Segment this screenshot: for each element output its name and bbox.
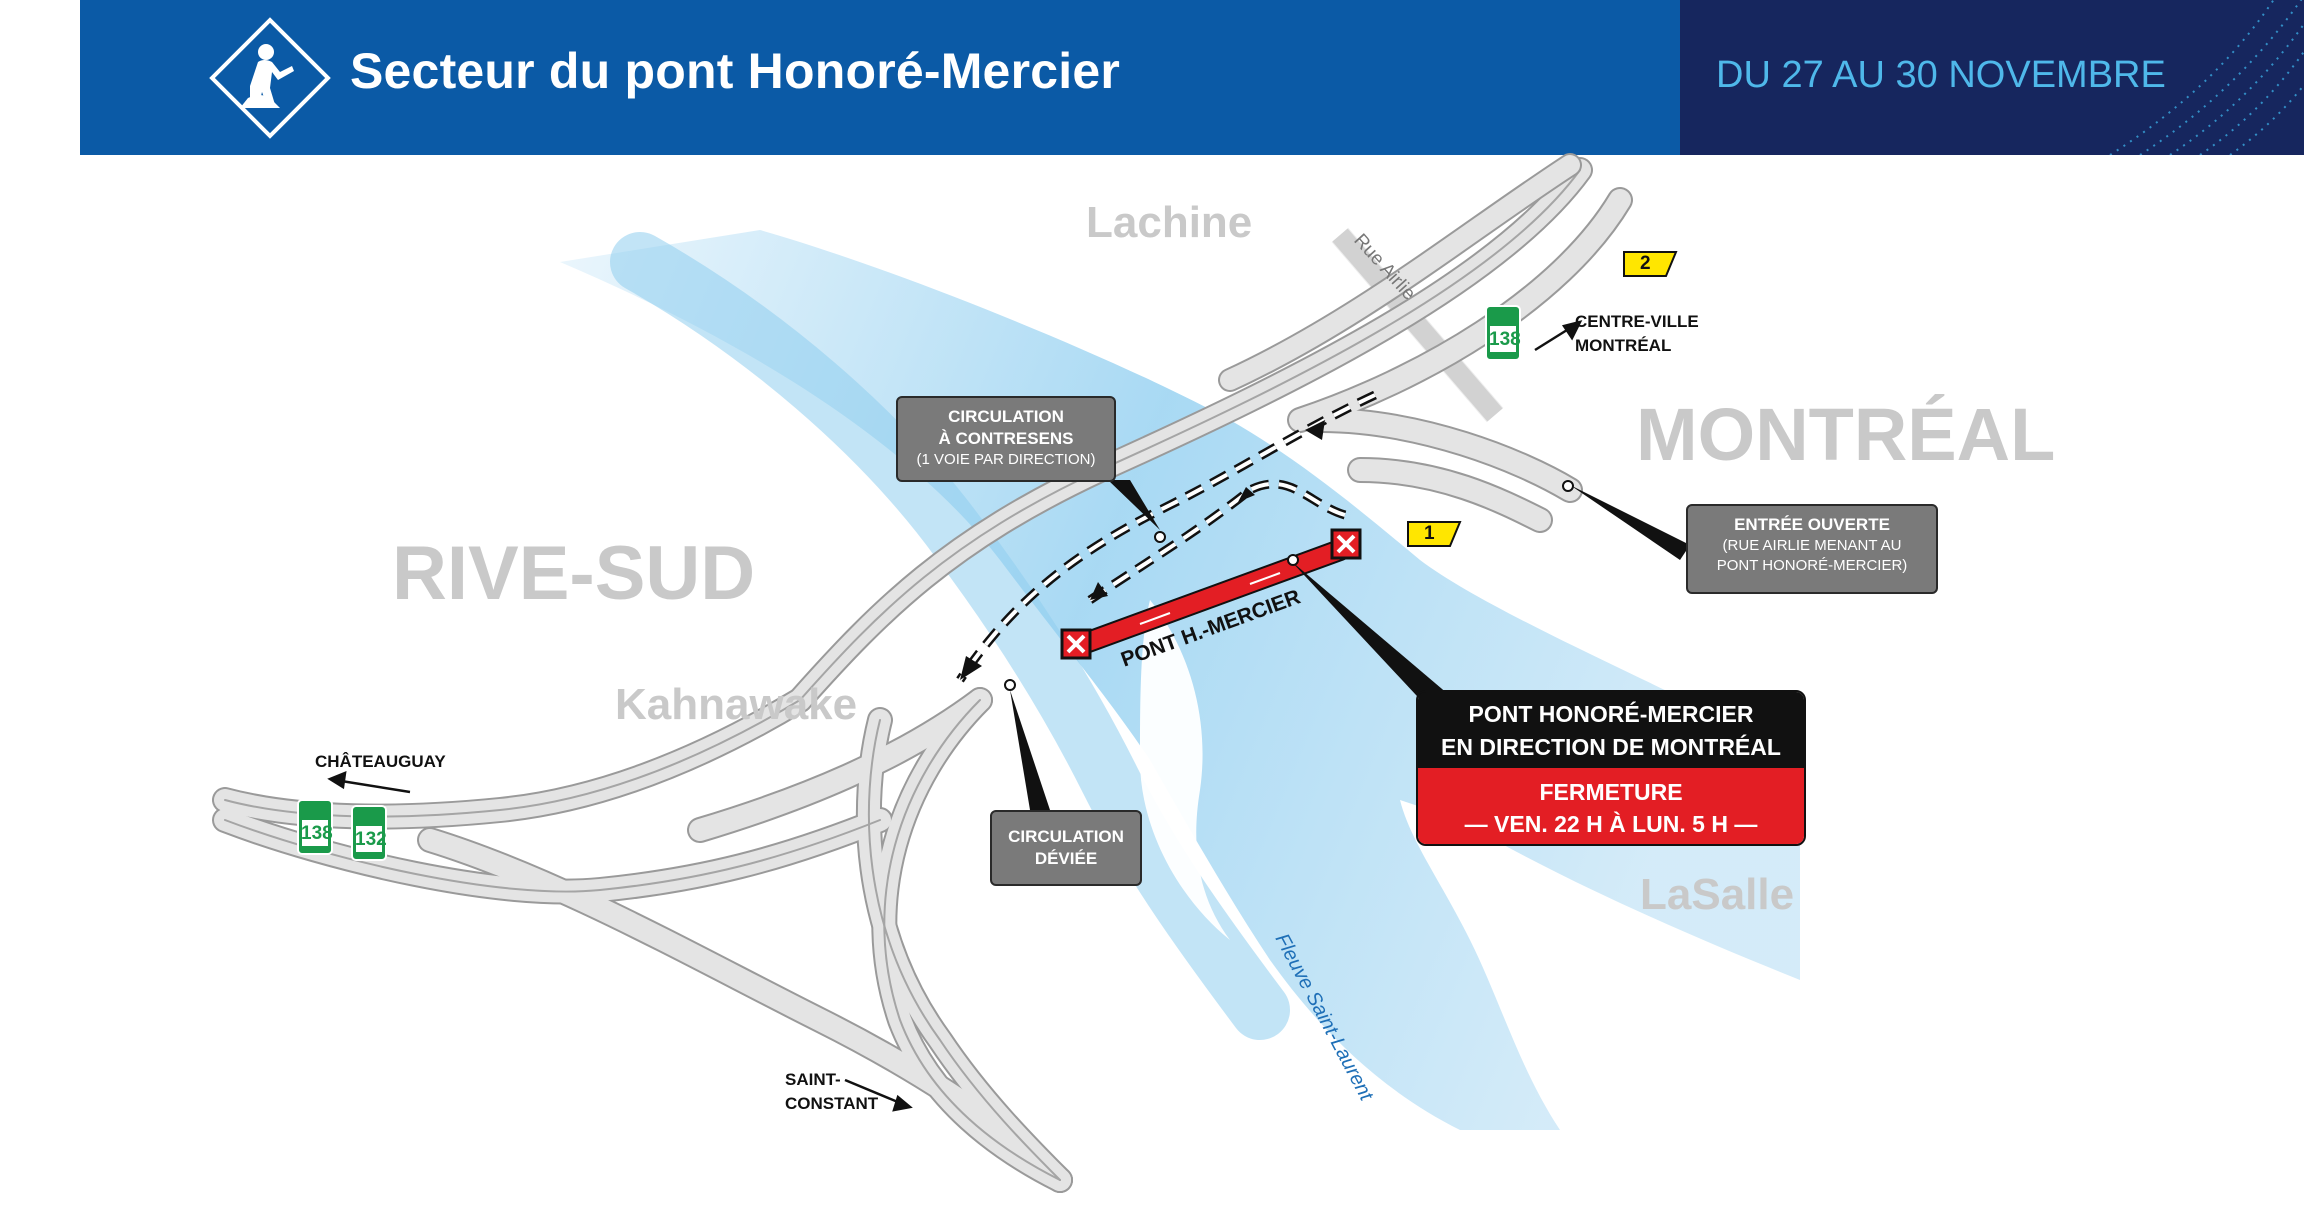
roadwork-worker-icon [203, 11, 337, 145]
label-lasalle: LaSalle [1640, 870, 1795, 919]
callout-contresens: CIRCULATION À CONTRESENS (1 VOIE PAR DIR… [896, 396, 1116, 482]
callout-deviee: CIRCULATION DÉVIÉE [990, 810, 1142, 886]
exit-1-sign [1407, 521, 1462, 547]
shield-132-west-number: 132 [355, 829, 387, 850]
shield-138-west [297, 799, 333, 855]
shield-138-west-number: 138 [301, 823, 333, 844]
callout-pointer-deviee [1010, 690, 1050, 810]
closure-marker-east [1330, 528, 1362, 560]
exit-2-sign [1623, 251, 1678, 277]
page-title: Secteur du pont Honoré-Mercier [350, 43, 1120, 99]
closure-marker-west [1060, 628, 1092, 660]
dates-panel: DU 27 AU 30 NOVEMBRE [1680, 0, 2304, 155]
header-banner: Secteur du pont Honoré-Mercier DU 27 AU … [80, 0, 2304, 155]
label-chateauguay: CHÂTEAUGUAY [315, 752, 446, 771]
label-lachine: Lachine [1086, 198, 1253, 247]
arrow-chateauguay [334, 778, 411, 794]
callout-pointer-entree [1570, 485, 1690, 560]
label-rive-sud: RIVE-SUD [392, 531, 756, 616]
exit-2-number: 2 [1640, 253, 1651, 274]
shield-138-north-number: 138 [1489, 329, 1521, 350]
closure-notice-schedule: FERMETURE— VEN. 22 H À LUN. 5 H — [1418, 768, 1804, 844]
date-range: DU 27 AU 30 NOVEMBRE [1716, 54, 2166, 96]
label-montreal: MONTRÉAL [1636, 393, 2056, 476]
callout-entree-ouverte: ENTRÉE OUVERTE (RUE AIRLIE MENANT AU PON… [1686, 504, 1938, 594]
rue-airlie-road [1332, 228, 1503, 422]
callout-pointer-contresens [1108, 480, 1160, 530]
label-saint-constant: SAINT-CONSTANT [785, 1070, 879, 1113]
island-shape [1140, 600, 1230, 940]
shield-138-north [1485, 305, 1521, 361]
label-kahnawake: Kahnawake [615, 680, 858, 729]
shield-132-west [351, 805, 387, 861]
decorative-dots [2109, 0, 2304, 155]
exit-1-number: 1 [1424, 523, 1435, 544]
arrow-saint-constant [844, 1078, 906, 1107]
callout-pointer-closure [1290, 560, 1455, 710]
river-channel [610, 232, 1290, 1040]
